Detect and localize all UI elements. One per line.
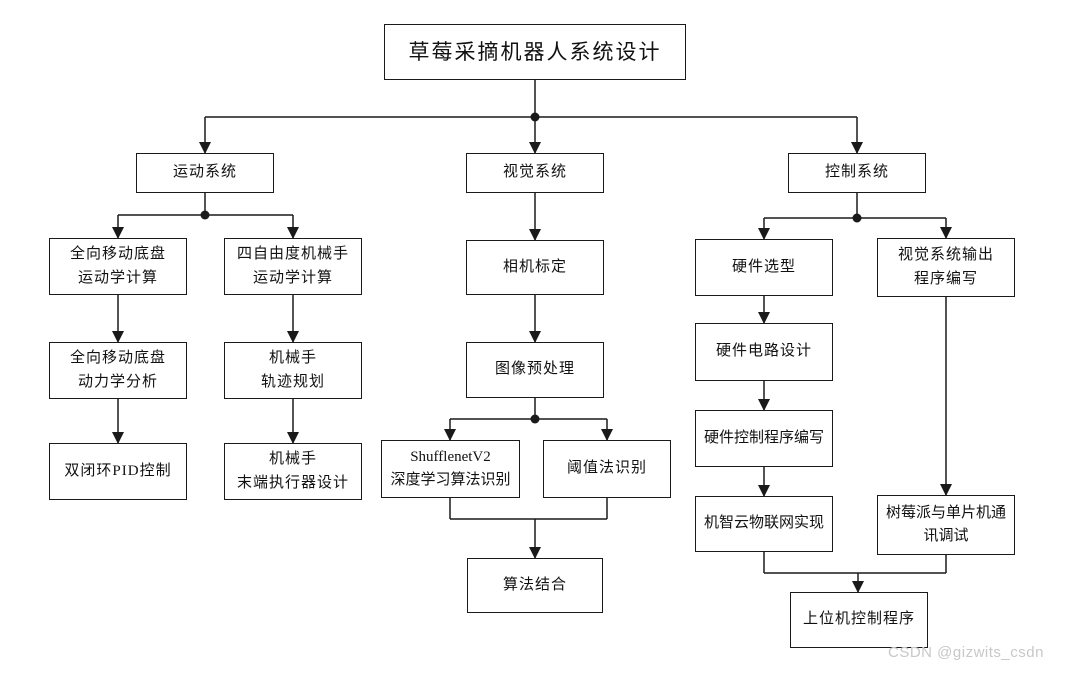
node-chassis-kinematics: 全向移动底盘 运动学计算 bbox=[49, 238, 187, 295]
node-shufflenet-recognition: ShufflenetV2 深度学习算法识别 bbox=[381, 440, 520, 498]
node-threshold-recognition: 阈值法识别 bbox=[543, 440, 671, 498]
node-arm-kinematics: 四自由度机械手 运动学计算 bbox=[224, 238, 362, 295]
node-arm-trajectory: 机械手 轨迹规划 bbox=[224, 342, 362, 399]
csdn-watermark: CSDN @gizwits_csdn bbox=[888, 644, 1044, 661]
node-root-title: 草莓采摘机器人系统设计 bbox=[384, 24, 686, 80]
node-control-system: 控制系统 bbox=[788, 153, 926, 193]
junction-dot-root bbox=[530, 112, 540, 122]
node-hardware-control-program: 硬件控制程序编写 bbox=[695, 410, 833, 467]
junction-dot-motion bbox=[200, 210, 210, 220]
node-image-preprocessing: 图像预处理 bbox=[466, 342, 604, 398]
node-pid-control: 双闭环PID控制 bbox=[49, 443, 187, 500]
node-hardware-circuit-design: 硬件电路设计 bbox=[695, 323, 833, 381]
connector-vision-chain bbox=[444, 193, 613, 559]
node-end-effector-design: 机械手 末端执行器设计 bbox=[224, 443, 362, 500]
node-vision-system: 视觉系统 bbox=[466, 153, 604, 193]
connector-motion-branch bbox=[112, 193, 299, 444]
node-hardware-selection: 硬件选型 bbox=[695, 239, 833, 296]
node-motion-system: 运动系统 bbox=[136, 153, 274, 193]
node-chassis-dynamics: 全向移动底盘 动力学分析 bbox=[49, 342, 187, 399]
junction-dot-vision bbox=[530, 414, 540, 424]
node-host-control-program: 上位机控制程序 bbox=[790, 592, 928, 648]
node-camera-calibration: 相机标定 bbox=[466, 240, 604, 295]
node-vision-output-program: 视觉系统输出 程序编写 bbox=[877, 238, 1015, 297]
node-gizwits-iot: 机智云物联网实现 bbox=[695, 496, 833, 552]
junction-dot-control bbox=[852, 213, 862, 223]
node-raspi-mcu-comm: 树莓派与单片机通 讯调试 bbox=[877, 495, 1015, 555]
node-algorithm-combination: 算法结合 bbox=[467, 558, 603, 613]
